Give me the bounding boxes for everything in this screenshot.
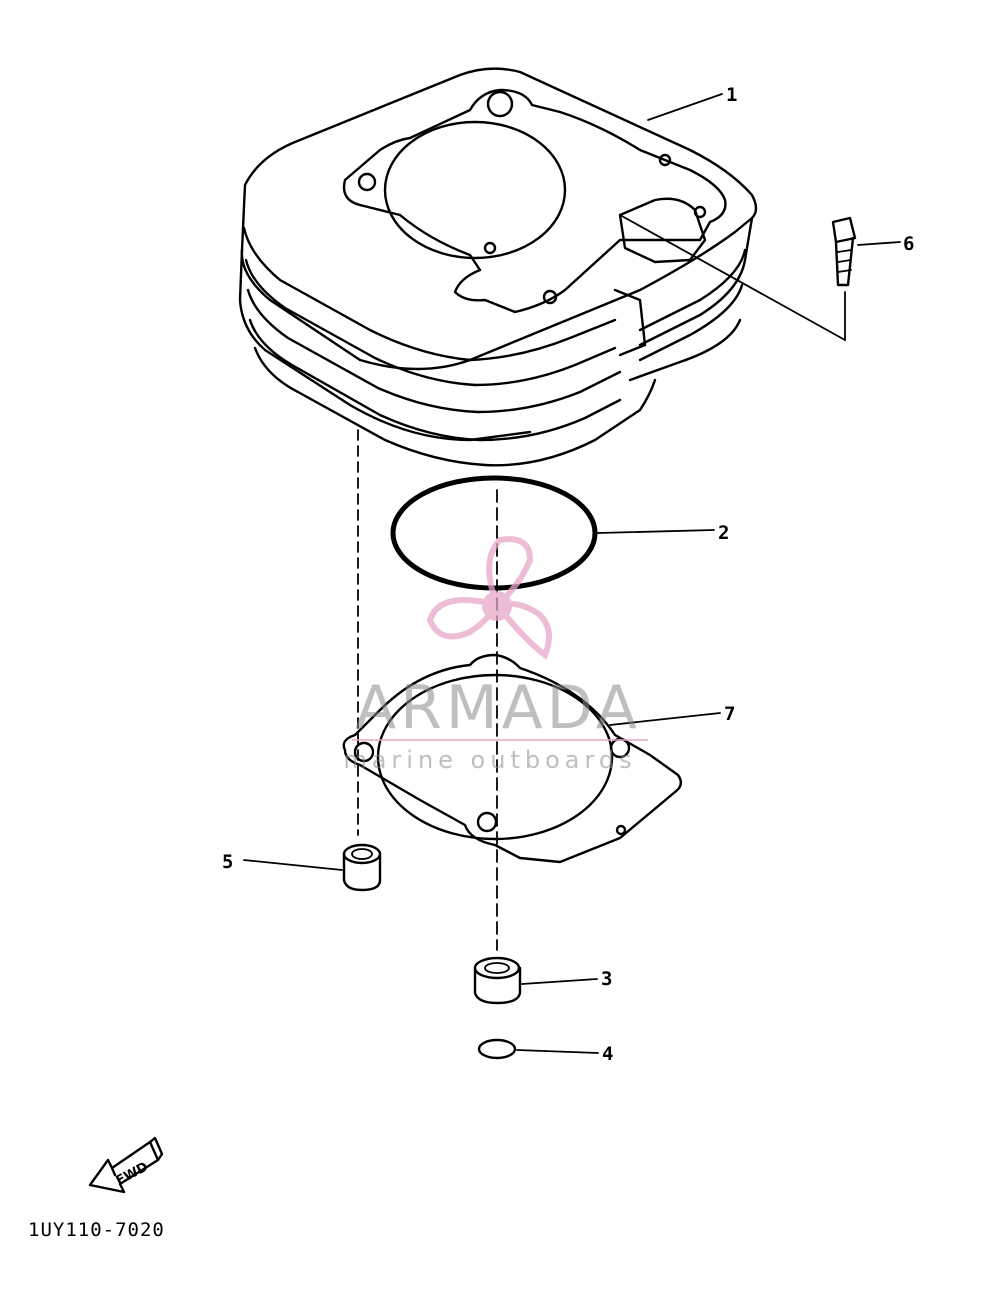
- callout-2-label: 2: [718, 522, 729, 544]
- armada-watermark: ARMADA marine outboards: [343, 536, 648, 774]
- callout-1-label: 1: [726, 84, 737, 106]
- small-o-ring: [477, 1038, 517, 1060]
- callout-2-leader: [597, 529, 715, 534]
- watermark-title: ARMADA: [355, 673, 641, 743]
- watermark-subtitle: marine outboards: [343, 746, 636, 774]
- callout-4-label: 4: [602, 1043, 613, 1065]
- callout-5-label: 5: [222, 851, 233, 873]
- callout-1-leader: [647, 93, 723, 121]
- callout-7-leader: [609, 712, 721, 726]
- dowel-pin-5: [342, 843, 382, 892]
- o-ring: [390, 475, 598, 591]
- callout-6-leader: [857, 241, 901, 246]
- cylinder-block: [238, 67, 758, 467]
- base-gasket: [342, 653, 683, 864]
- part-code: 1UY110-7020: [28, 1219, 165, 1241]
- bolt-install-line: [619, 214, 846, 342]
- callout-6-label: 6: [903, 233, 914, 255]
- propeller-logo-icon: [426, 536, 552, 660]
- bolt: [831, 216, 857, 287]
- callout-4-leader: [516, 1049, 599, 1054]
- callout-5-leader: [243, 859, 343, 871]
- dowel-pin-3: [473, 956, 522, 1005]
- callout-3-leader: [521, 978, 598, 985]
- callout-3-label: 3: [601, 968, 612, 990]
- callout-7-label: 7: [724, 703, 735, 725]
- fwd-arrow-icon: FWD: [88, 1136, 164, 1194]
